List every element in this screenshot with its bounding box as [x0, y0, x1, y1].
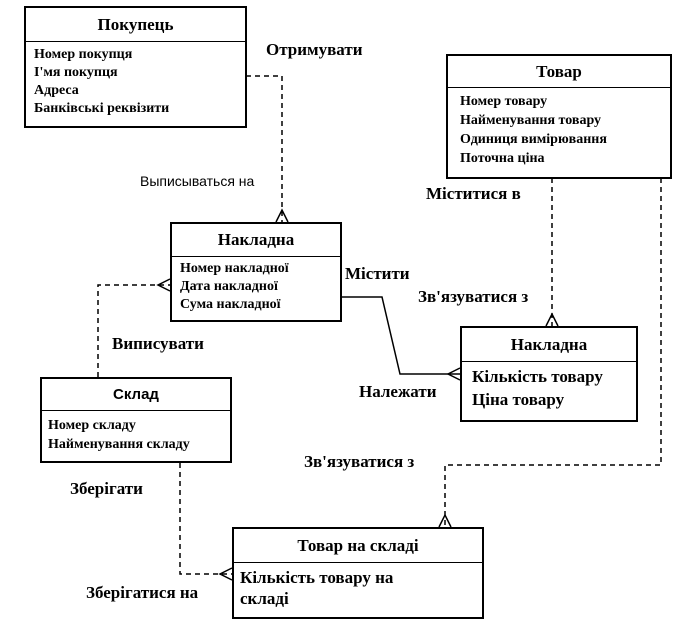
entity-buyer-title: Покупець [26, 8, 245, 42]
attribute: Ціна товару [472, 390, 565, 409]
crowfoot-product-stock [438, 513, 452, 528]
attribute: Кількість товару на складі [240, 568, 394, 608]
attribute: Номер складу [48, 418, 136, 433]
entity-invoice-attributes: Номер накладної Дата накладної Сума накл… [172, 257, 340, 314]
attribute: Кількість товару [472, 367, 603, 386]
entity-invoice-line-attributes: Кількість товару Ціна товару [462, 362, 636, 411]
link-warehouse-invoice [97, 284, 170, 377]
link-warehouse-stock [179, 463, 232, 575]
crowfoot-warehouse-invoice [156, 278, 171, 292]
entity-warehouse-attributes: Номер складу Найменування складу [42, 411, 230, 454]
label-contain: Містити [345, 264, 410, 283]
attribute: Адреса [34, 83, 79, 98]
attribute: Банківські реквізити [34, 101, 170, 116]
label-linked-with-1: Зв'язуватися з [418, 287, 529, 306]
label-linked-with-2: Зв'язуватися з [304, 452, 415, 471]
crowfoot-buyer-invoice [275, 208, 289, 223]
link-buyer-invoice [246, 75, 283, 222]
entity-invoice-line-title: Накладна [462, 328, 636, 362]
entity-stock-attributes: Кількість товару на складі [234, 563, 482, 609]
link-product-stock [444, 178, 662, 527]
label-stored-at: Зберігатися на [86, 583, 199, 602]
crowfoot-warehouse-stock [218, 567, 233, 581]
entity-product-title: Товар [448, 56, 670, 88]
link-invoice-invoiceline [341, 296, 460, 375]
entity-warehouse-title: Склад [42, 379, 230, 411]
entity-product-attributes: Номер товару Найменування товару Одиниця… [448, 88, 670, 168]
attribute: Номер накладної [180, 261, 289, 276]
crowfoot-invoice-invoiceline [446, 367, 461, 381]
attribute: Одиниця вимірювання [460, 132, 607, 147]
crowfoot-product-invoiceline [545, 312, 559, 327]
label-write-out: Виписувати [112, 334, 204, 353]
label-store: Зберігати [70, 479, 143, 498]
entity-buyer: Покупець Номер покупця І'мя покупця Адре… [24, 6, 247, 128]
attribute: Номер покупця [34, 47, 133, 62]
entity-invoice-title: Накладна [172, 224, 340, 257]
attribute: Найменування товару [460, 113, 602, 128]
attribute: І'мя покупця [34, 65, 118, 80]
attribute: Дата накладної [180, 279, 278, 294]
entity-stock: Товар на складі Кількість товару на скла… [232, 527, 484, 619]
entity-stock-title: Товар на складі [234, 529, 482, 563]
entity-buyer-attributes: Номер покупця І'мя покупця Адреса Банків… [26, 42, 245, 118]
label-belong: Належати [359, 382, 437, 401]
attribute: Поточна ціна [460, 151, 545, 166]
entity-product: Товар Номер товару Найменування товару О… [446, 54, 672, 179]
label-contained-in: Міститися в [426, 184, 521, 203]
attribute: Сума накладної [180, 297, 281, 312]
label-receive: Отримувати [266, 40, 363, 59]
label-issued-to: Выписываться на [140, 173, 255, 189]
attribute: Найменування складу [48, 437, 190, 452]
entity-invoice-line: Накладна Кількість товару Ціна товару [460, 326, 638, 422]
attribute: Номер товару [460, 94, 548, 109]
entity-invoice: Накладна Номер накладної Дата накладної … [170, 222, 342, 322]
entity-warehouse: Склад Номер складу Найменування складу [40, 377, 232, 463]
